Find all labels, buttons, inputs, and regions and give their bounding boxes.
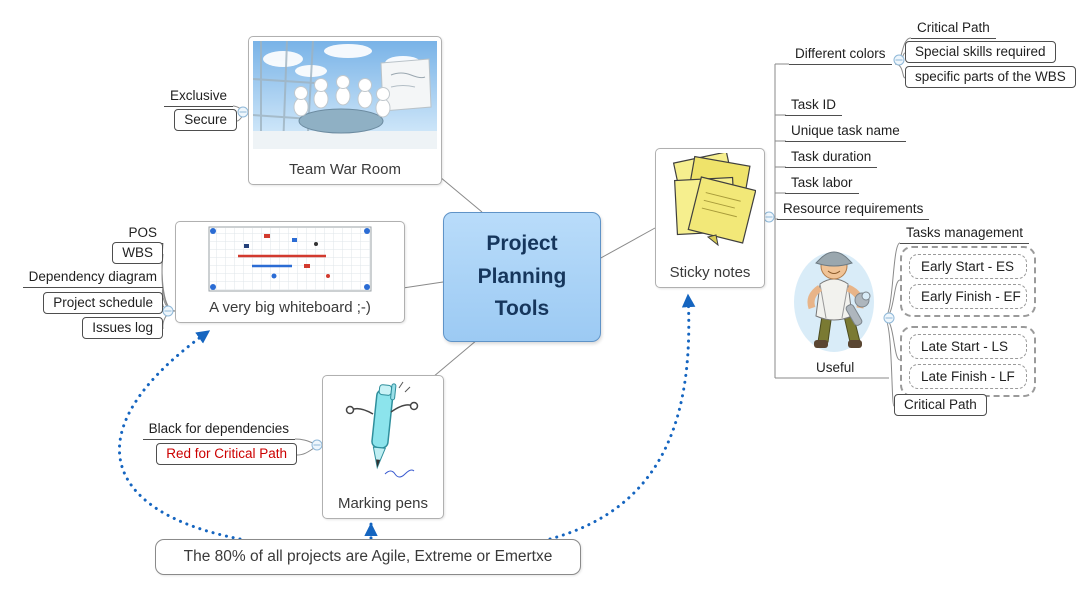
topic-label-team-war-room: Team War Room xyxy=(289,161,401,178)
dotted-arrows xyxy=(117,293,696,541)
subtopic-issues-log[interactable]: Issues log xyxy=(82,317,163,339)
collapse-toggle[interactable] xyxy=(883,312,895,324)
topic-label-whiteboard: A very big whiteboard ;-) xyxy=(209,299,371,316)
topic-whiteboard[interactable]: A very big whiteboard ;-) xyxy=(175,221,405,323)
arrow-to-sticky-notes xyxy=(548,293,696,541)
subtopic-exclusive[interactable]: Exclusive xyxy=(163,87,233,107)
topic-label-marking-pens: Marking pens xyxy=(337,495,429,512)
collapse-toggles xyxy=(162,54,905,451)
collapse-toggle[interactable] xyxy=(893,54,905,66)
central-topic-line-1: Project xyxy=(486,232,558,256)
subtopic-black-for-dependencies[interactable]: Black for dependencies xyxy=(142,420,295,440)
collapse-toggle[interactable] xyxy=(311,439,323,451)
callout-agile-note[interactable]: The 80% of all projects are Agile, Extre… xyxy=(155,539,581,575)
central-topic-line-2: Planning xyxy=(477,264,567,288)
central-topic[interactable]: Project Planning Tools xyxy=(443,212,601,342)
subtopic-tasks-management[interactable]: Tasks management xyxy=(900,224,1030,244)
subtopic-task-id[interactable]: Task ID xyxy=(785,96,843,116)
whiteboard-sketch-icon xyxy=(208,226,372,292)
topic-marking-pens[interactable]: Marking pens xyxy=(322,375,444,519)
subtopic-resource-requirements[interactable]: Resource requirements xyxy=(777,200,930,220)
subtopic-special-skills-required[interactable]: Special skills required xyxy=(905,41,1056,63)
collapse-toggle[interactable] xyxy=(237,106,249,118)
collapse-toggle[interactable] xyxy=(763,211,775,223)
subtopic-secure[interactable]: Secure xyxy=(174,109,237,131)
subtopic-critical-path-colors[interactable]: Critical Path xyxy=(911,19,996,39)
subtopic-specific-parts-of-wbs[interactable]: specific parts of the WBS xyxy=(905,66,1076,88)
subtopic-different-colors[interactable]: Different colors xyxy=(789,45,892,65)
subtopic-late-start-ls[interactable]: Late Start - LS xyxy=(909,334,1027,359)
subtopic-critical-path-useful[interactable]: Critical Path xyxy=(894,394,987,416)
cartoon-pen-icon xyxy=(345,381,419,478)
subtopic-early-finish-ef[interactable]: Early Finish - EF xyxy=(909,284,1027,309)
subtopic-red-for-critical-path[interactable]: Red for Critical Path xyxy=(156,443,297,465)
subtopic-early-start-es[interactable]: Early Start - ES xyxy=(909,254,1027,279)
callout-text: The 80% of all projects are Agile, Extre… xyxy=(183,548,553,565)
worker-with-wrench-icon xyxy=(794,251,874,352)
central-topic-line-3: Tools xyxy=(494,297,550,321)
subtopic-task-duration[interactable]: Task duration xyxy=(785,148,878,168)
group-early-dates: Early Start - ES Early Finish - EF xyxy=(900,246,1036,317)
subtopic-task-labor[interactable]: Task labor xyxy=(785,174,859,194)
sticky-notes-stack-icon xyxy=(672,153,756,247)
subtopic-dependency-diagram[interactable]: Dependency diagram xyxy=(22,268,163,288)
meeting-room-photo-icon xyxy=(253,41,437,149)
topic-label-sticky-notes: Sticky notes xyxy=(669,264,751,281)
collapse-toggle[interactable] xyxy=(162,305,174,317)
subtopic-unique-task-name[interactable]: Unique task name xyxy=(785,122,906,142)
subtopic-useful[interactable]: Useful xyxy=(816,360,855,375)
subtopic-late-finish-lf[interactable]: Late Finish - LF xyxy=(909,364,1027,389)
subtopic-project-schedule[interactable]: Project schedule xyxy=(43,292,163,314)
topic-sticky-notes[interactable]: Sticky notes xyxy=(655,148,765,288)
subtopic-wbs[interactable]: WBS xyxy=(112,242,163,264)
group-late-dates: Late Start - LS Late Finish - LF xyxy=(900,326,1036,397)
arrow-to-whiteboard xyxy=(117,329,242,541)
topic-team-war-room[interactable]: Team War Room xyxy=(248,36,442,185)
subtopic-pos[interactable]: POS xyxy=(122,224,163,244)
